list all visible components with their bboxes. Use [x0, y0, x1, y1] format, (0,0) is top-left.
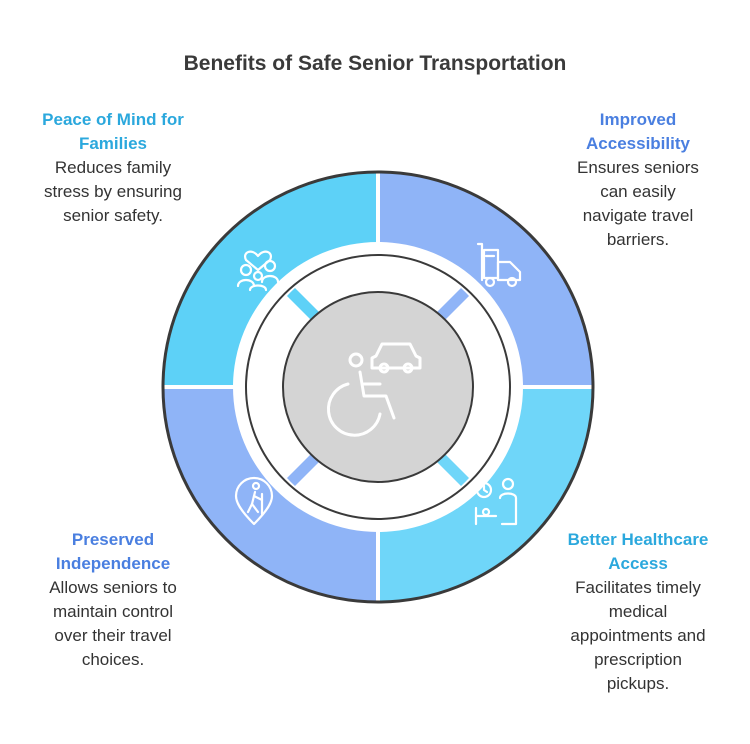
- hiker-location-icon: [234, 476, 274, 526]
- inner-ring-outline: [245, 254, 511, 520]
- heading-line: Peace of Mind for: [42, 110, 184, 129]
- desc-line: Reduces family: [54, 158, 172, 177]
- desc-line: choices.: [81, 650, 145, 669]
- benefit-heading: Improved Accessibility: [548, 108, 728, 156]
- family-heart-icon: [236, 250, 280, 292]
- accessible-truck-icon: [476, 242, 522, 288]
- desc-line: Ensures seniors: [577, 158, 699, 177]
- benefit-heading: Preserved Independence: [18, 528, 208, 576]
- desc-line: maintain control: [52, 602, 173, 621]
- center-disk: [282, 291, 474, 483]
- heading-line: Better Healthcare: [567, 530, 709, 549]
- heading-line: Preserved: [71, 530, 155, 549]
- benefit-healthcare: Better Healthcare Access Facilitates tim…: [538, 528, 738, 696]
- desc-line: pickups.: [606, 674, 670, 693]
- desc-line: over their travel: [54, 626, 172, 645]
- benefit-description: Reduces family stress by ensuring senior…: [18, 156, 208, 228]
- heading-line: Access: [608, 554, 668, 573]
- desc-line: can easily: [600, 182, 676, 201]
- desc-line: Allows seniors to: [49, 578, 177, 597]
- benefit-heading: Peace of Mind for Families: [18, 108, 208, 156]
- benefit-description: Ensures seniors can easily navigate trav…: [548, 156, 728, 252]
- desc-line: appointments and: [570, 626, 706, 645]
- benefit-description: Facilitates timely medical appointments …: [538, 576, 738, 696]
- benefit-description: Allows seniors to maintain control over …: [18, 576, 208, 672]
- desc-line: stress by ensuring: [44, 182, 182, 201]
- desc-line: barriers.: [606, 230, 670, 249]
- quadrant-top-left: [163, 172, 378, 387]
- page-title: Benefits of Safe Senior Transportation: [183, 52, 567, 75]
- quadrant-bottom-left: [163, 387, 378, 602]
- benefit-accessibility: Improved Accessibility Ensures seniors c…: [548, 108, 728, 252]
- desc-line: navigate travel: [582, 206, 694, 225]
- desc-line: prescription: [594, 650, 682, 669]
- quadrant-top-right: [378, 172, 593, 387]
- desc-line: senior safety.: [63, 206, 163, 225]
- benefit-independence: Preserved Independence Allows seniors to…: [18, 528, 208, 672]
- doctor-patient-icon: [474, 477, 518, 526]
- benefit-heading: Better Healthcare Access: [538, 528, 738, 576]
- heading-line: Independence: [55, 554, 171, 573]
- heading-line: Families: [78, 134, 148, 153]
- wheelchair-car-icon: [326, 342, 422, 437]
- desc-line: medical: [608, 602, 668, 621]
- heading-line: Improved: [599, 110, 677, 129]
- heading-line: Accessibility: [586, 134, 690, 153]
- benefit-peace-of-mind: Peace of Mind for Families Reduces famil…: [18, 108, 208, 228]
- quadrant-bottom-right: [378, 387, 593, 602]
- outer-ring: [161, 170, 595, 604]
- desc-line: Facilitates timely: [575, 578, 701, 597]
